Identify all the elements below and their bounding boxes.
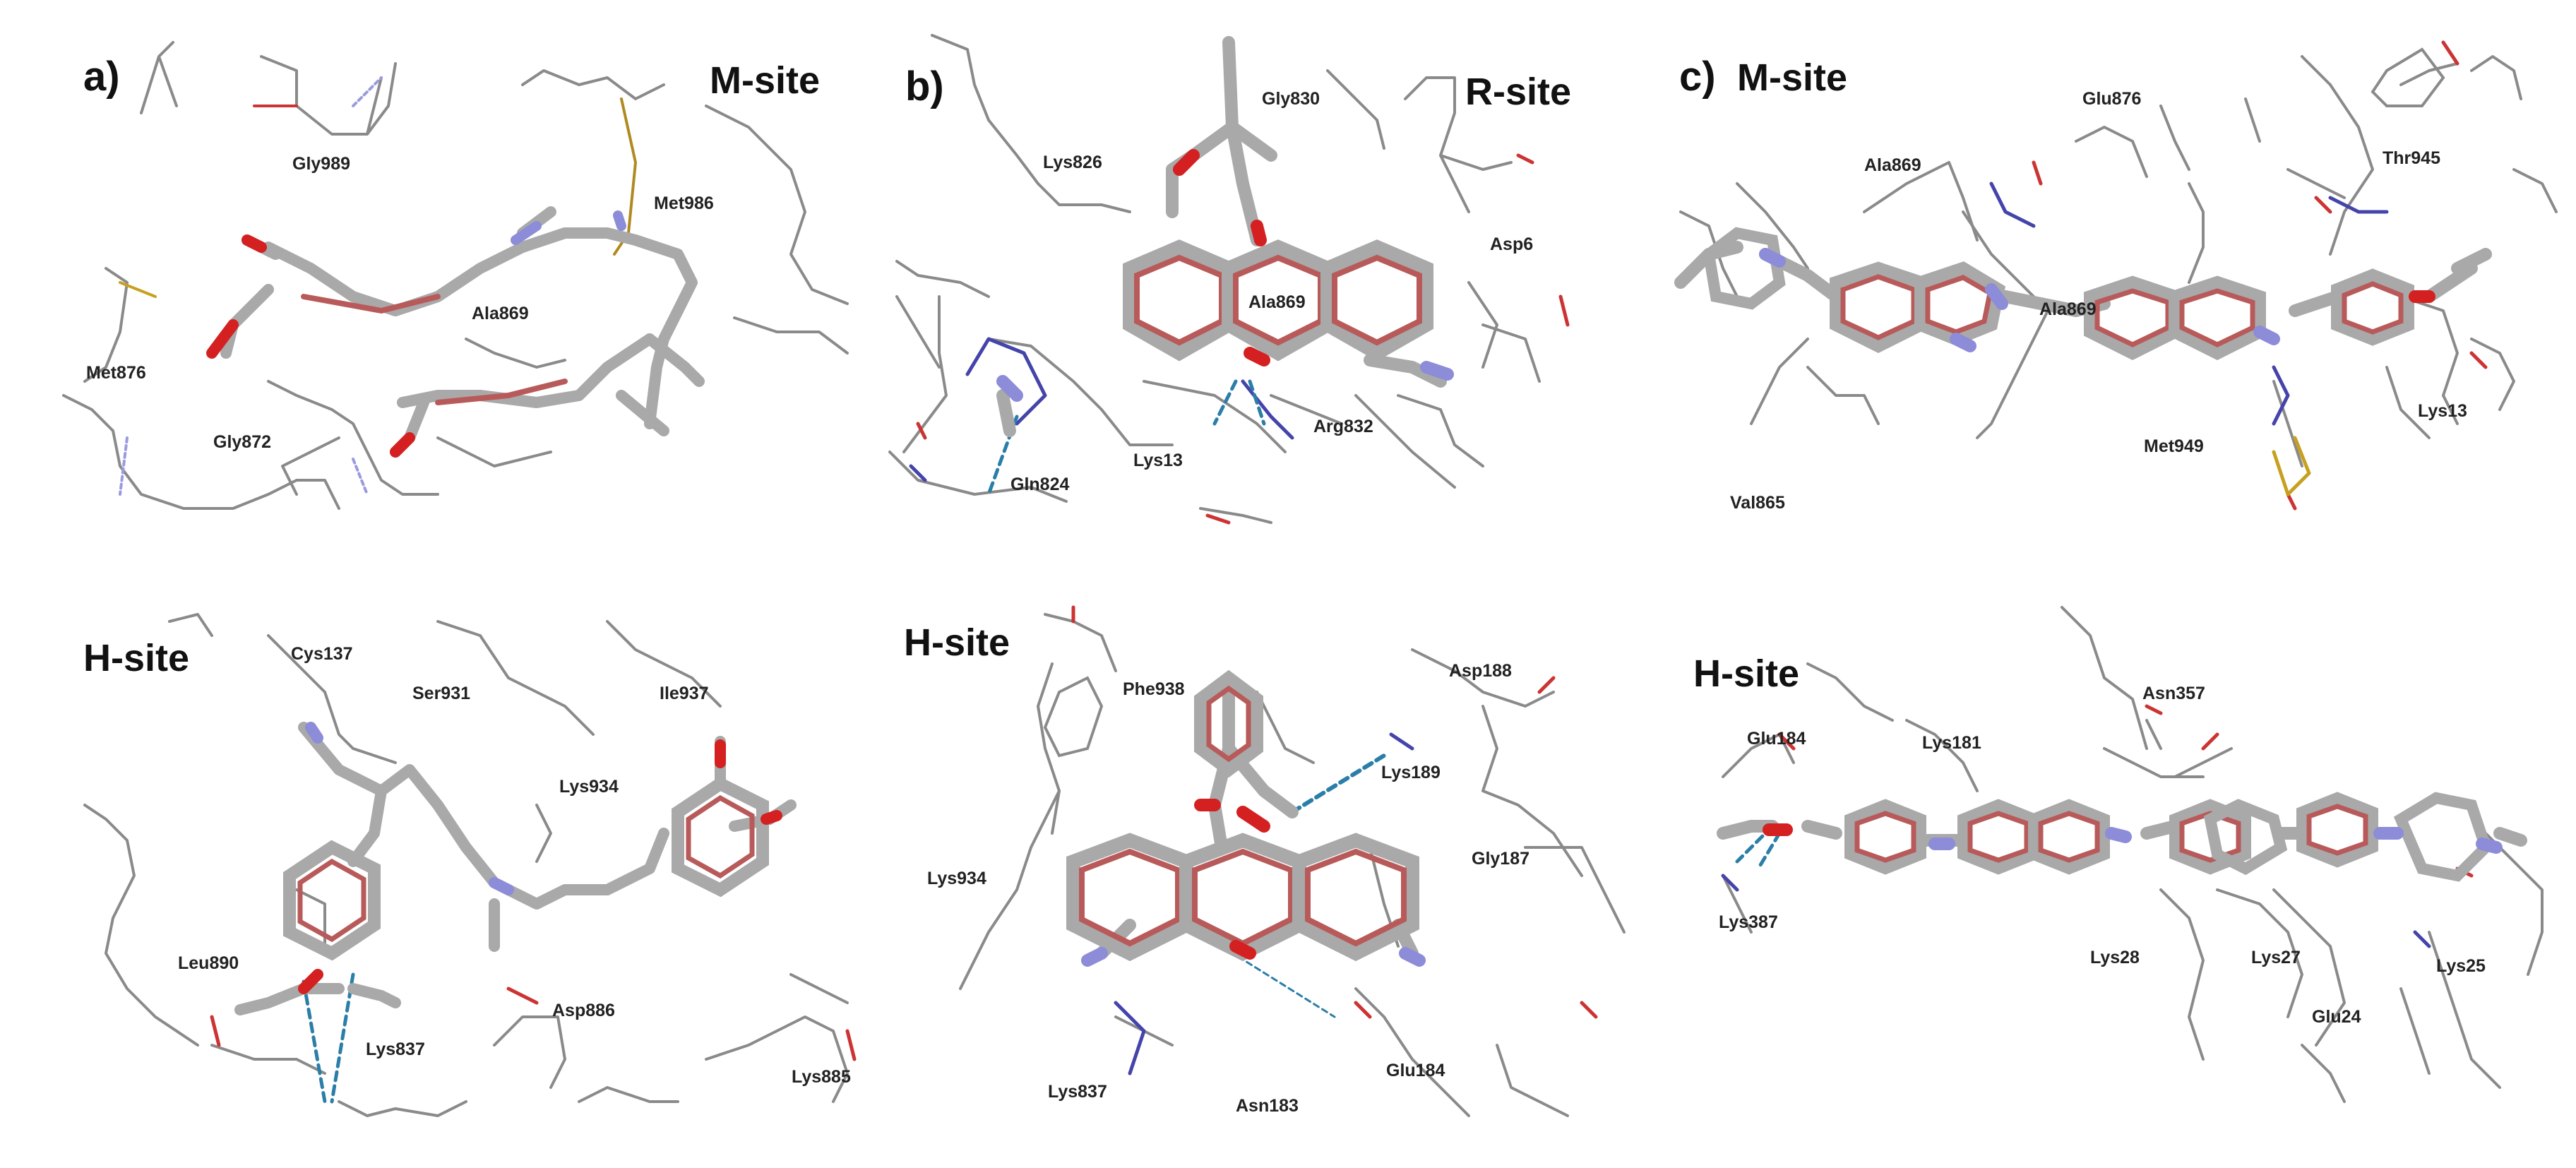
panel-c-letter: c)	[1679, 54, 1716, 100]
residue-label: Lys28	[2090, 948, 2140, 967]
residue-label: Lys181	[1922, 733, 1981, 753]
residue-label: Ala869	[2039, 299, 2097, 319]
ring-c-top-2	[1914, 261, 2006, 346]
labels: a) b) c) M-site H-site R-site H-site M-s…	[83, 54, 2486, 1116]
panel-c-top	[1674, 40, 2558, 511]
residue-label: Lys826	[1043, 153, 1102, 172]
residue-label: Glu184	[1386, 1061, 1445, 1080]
panel-c-bottom	[1717, 606, 2544, 1103]
panel-a-letter: a)	[83, 54, 120, 100]
ring-c-top-5	[2331, 268, 2414, 346]
residue-label: Asn183	[1236, 1096, 1299, 1116]
residue-label: Ile937	[660, 684, 709, 703]
panel-b-top	[888, 34, 1570, 525]
residue-label: Phe938	[1123, 679, 1185, 699]
residue-label: Glu24	[2312, 1007, 2361, 1027]
residue-label: Gly989	[292, 154, 350, 174]
ring-c-top-3	[2084, 275, 2181, 361]
residue-label: Thr945	[2383, 148, 2440, 168]
residue-label: Cys137	[291, 644, 353, 664]
ring-b-top-3	[1320, 239, 1433, 362]
residue-label: Lys13	[1133, 451, 1183, 470]
residue-label: Lys27	[2251, 948, 2301, 967]
panel-a-bottom-site: H-site	[83, 637, 189, 679]
ring-b-bottom-1	[1066, 833, 1193, 962]
ring-a-right	[672, 776, 769, 898]
residue-label: Val865	[1730, 493, 1785, 513]
residue-label: Lys934	[559, 777, 619, 797]
panel-b-bottom-site: H-site	[904, 621, 1010, 664]
panel-a-top-site: M-site	[710, 59, 820, 102]
residue-label: Gly830	[1262, 89, 1320, 109]
residue-label: Glu184	[1747, 729, 1806, 749]
residue-label: Gln824	[1010, 475, 1069, 494]
residue-label: Met949	[2144, 436, 2204, 456]
panel-a-top	[62, 41, 849, 510]
ring-c-top-1	[1830, 261, 1927, 354]
residue-label: Lys189	[1381, 763, 1441, 782]
residue-label: Lys885	[792, 1067, 851, 1087]
ring-b-bottom-top	[1194, 669, 1263, 778]
residue-label: Asp6	[1490, 234, 1533, 254]
residue-label: Lys934	[927, 869, 986, 888]
residue-label: Met986	[654, 193, 714, 213]
panel-b-letter: b)	[905, 64, 944, 109]
ring-b-top-1	[1123, 239, 1236, 362]
ring-b-bottom-2	[1179, 833, 1306, 962]
residue-label: Lys25	[2436, 956, 2486, 976]
residue-label: Arg832	[1313, 417, 1373, 436]
panel-b-bottom	[959, 605, 1626, 1117]
ring-b-bottom-3	[1292, 833, 1419, 962]
panel-b-top-site: R-site	[1465, 71, 1571, 113]
residue-label: Ala869	[1864, 155, 1921, 175]
panel-c-bottom-site: H-site	[1693, 652, 1799, 695]
residue-label: Glu876	[2082, 89, 2141, 109]
residue-label: Leu890	[178, 953, 239, 973]
ring-a-left	[283, 840, 381, 961]
residue-label: Ala869	[472, 304, 529, 323]
residue-label: Asp188	[1449, 661, 1512, 681]
panel-c-top-site: M-site	[1737, 56, 1847, 99]
residue-label: Gly187	[1472, 849, 1530, 869]
piperazine-c-top	[1703, 227, 1786, 310]
residue-label: Ser931	[412, 684, 470, 703]
panel-a-bottom	[83, 613, 857, 1117]
residue-label: Asp886	[552, 1001, 615, 1020]
residue-label: Lys837	[366, 1039, 425, 1059]
residue-label: Ala869	[1248, 292, 1306, 312]
phe938-ring	[1043, 676, 1104, 758]
residue-label: Gly872	[213, 432, 271, 452]
ring-c-top-4	[2169, 275, 2266, 361]
residue-label: Lys837	[1048, 1082, 1107, 1102]
residue-label: Lys387	[1719, 912, 1778, 932]
residue-label: Lys13	[2418, 401, 2467, 421]
residue-label: Met876	[86, 363, 146, 383]
residue-label: Asn357	[2142, 684, 2205, 703]
piperazine-c-bottom	[2393, 792, 2493, 882]
